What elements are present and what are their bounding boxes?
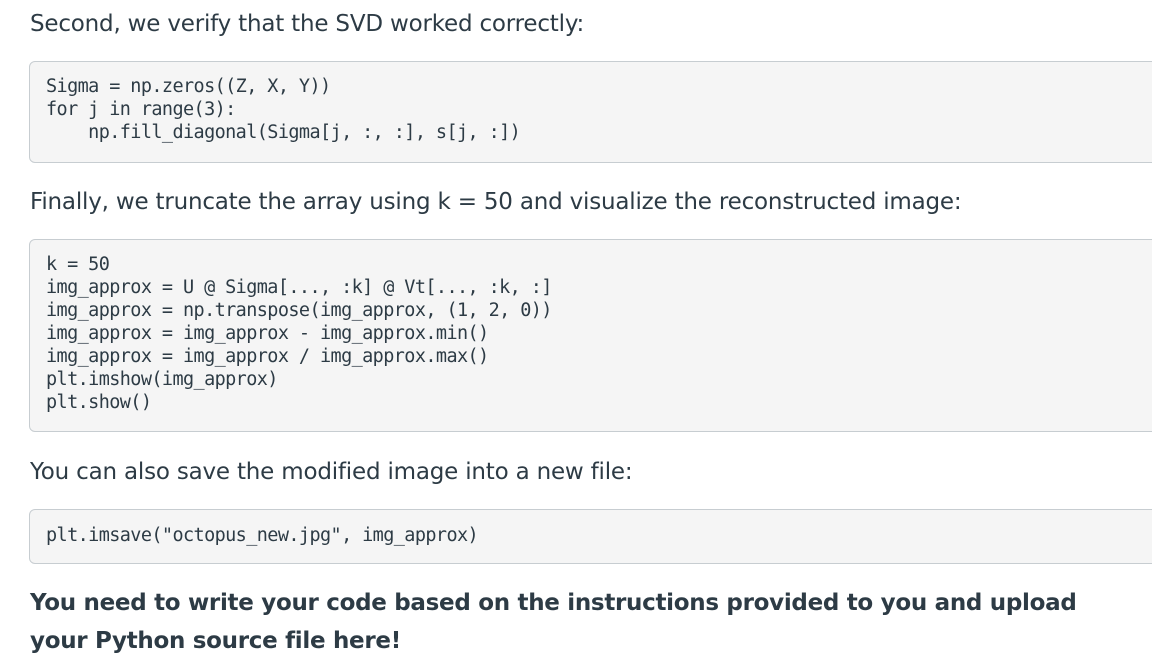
code-line: k = 50 — [46, 254, 110, 275]
code-line: for j in range(3): — [46, 99, 236, 120]
code-block-svd: Sigma = np.zeros((Z, X, Y)) for j in ran… — [29, 61, 1152, 163]
code-line: plt.imsave("octopus_new.jpg", img_approx… — [46, 525, 479, 546]
code-line: img_approx = np.transpose(img_approx, (1… — [46, 300, 552, 321]
code-line: img_approx = img_approx - img_approx.min… — [46, 323, 489, 344]
code-line: Sigma = np.zeros((Z, X, Y)) — [46, 76, 331, 97]
code-line: np.fill_diagonal(Sigma[j, :, :], s[j, :]… — [46, 122, 521, 143]
code-line: plt.imshow(img_approx) — [46, 369, 278, 390]
paragraph-save-intro: You can also save the modified image int… — [30, 459, 633, 485]
instruction-paragraph: You need to write your code based on the… — [30, 590, 1077, 654]
code-block-truncate: k = 50 img_approx = U @ Sigma[..., :k] @… — [29, 239, 1152, 432]
code-line: img_approx = img_approx / img_approx.max… — [46, 346, 489, 367]
code-line: plt.show() — [46, 392, 152, 413]
code-line: img_approx = U @ Sigma[..., :k] @ Vt[...… — [46, 277, 552, 298]
code-block-save: plt.imsave("octopus_new.jpg", img_approx… — [29, 509, 1152, 564]
paragraph-truncate-intro: Finally, we truncate the array using k =… — [30, 189, 962, 215]
paragraph-svd-intro: Second, we verify that the SVD worked co… — [30, 11, 585, 37]
